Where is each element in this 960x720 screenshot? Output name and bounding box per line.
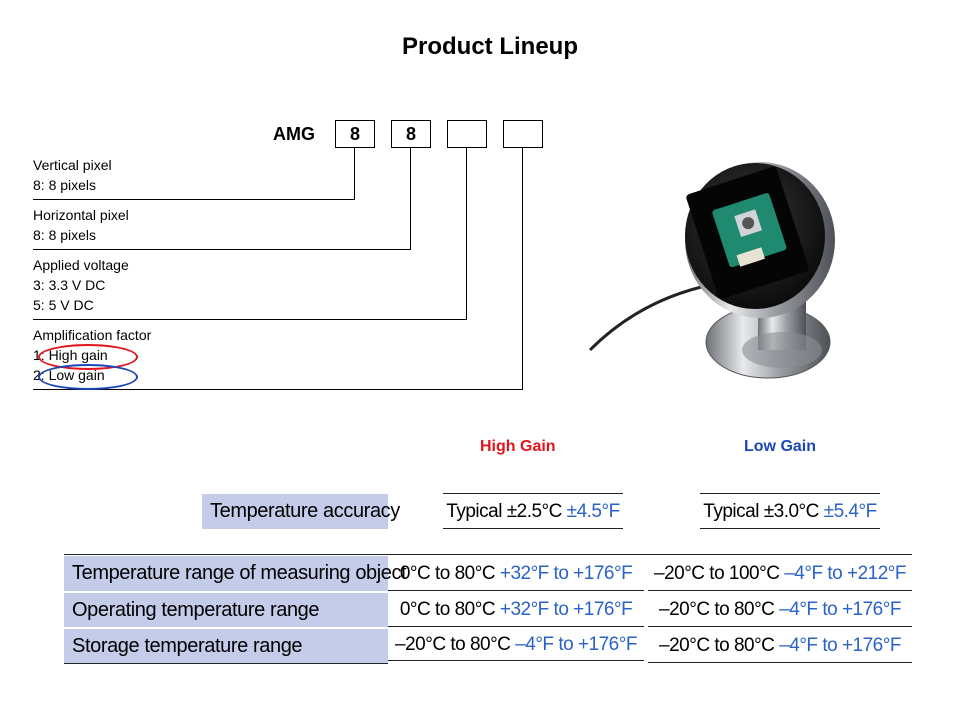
range-measuring-low-gain: –20°C to 100°C –4°F to +212°F [648,556,912,591]
range-storage-high-gain: –20°C to 80°C –4°F to +176°F [388,628,644,661]
connector-line-2 [410,148,411,249]
range-label-operating: Operating temperature range [64,593,388,627]
field-applied-voltage: Applied voltage 3: 3.3 V DC 5: 5 V DC [33,255,129,315]
range-label-storage: Storage temperature range [64,629,388,663]
part-digit-4 [503,120,543,148]
accuracy-label-text: Temperature accuracy [210,500,400,522]
field-horizontal-pixel: Horizontal pixel 8: 8 pixels [33,205,129,245]
accuracy-low-gain: Typical ±3.0°C ±5.4°F [700,493,880,529]
range-storage-low-gain: –20°C to 80°C –4°F to +176°F [648,628,912,663]
part-digit-3 [447,120,487,148]
low-gain-highlight-ellipse [38,364,138,390]
connector-line-1 [354,148,355,199]
sensor-product-image [588,162,835,379]
field-label: Applied voltage [33,257,129,273]
accuracy-label: Temperature accuracy [202,494,400,529]
range-label-measuring-object: Temperature range of measuring object [64,556,407,591]
range-table-bottom-border [64,663,388,664]
field-line-4 [33,389,523,390]
field-option: 3: 3.3 V DC [33,277,106,293]
field-line-3 [33,319,467,320]
connector-line-3 [466,148,467,319]
range-measuring-high-gain: 0°C to 80°C +32°F to +176°F [388,556,644,591]
low-gain-header: Low Gain [744,438,816,455]
field-option: 8: 8 pixels [33,227,97,243]
field-option: 5: 5 V DC [33,297,94,313]
range-table-top-border [64,554,912,555]
range-operating-low-gain: –20°C to 80°C –4°F to +176°F [648,592,912,627]
part-digit-2: 8 [391,120,431,148]
field-label: Vertical pixel [33,157,112,173]
high-gain-header: High Gain [480,438,556,455]
field-line-2 [33,249,411,250]
slide-title: Product Lineup [402,33,578,60]
field-label: Horizontal pixel [33,207,129,223]
field-option: 8: 8 pixels [33,177,97,193]
field-label: Amplification factor [33,327,152,343]
part-number-prefix: AMG [273,124,315,144]
connector-line-4 [522,148,523,389]
range-operating-high-gain: 0°C to 80°C +32°F to +176°F [388,592,644,627]
accuracy-high-gain: Typical ±2.5°C ±4.5°F [443,493,623,529]
part-digit-1: 8 [335,120,375,148]
field-line-1 [33,199,355,200]
field-vertical-pixel: Vertical pixel 8: 8 pixels [33,155,112,195]
